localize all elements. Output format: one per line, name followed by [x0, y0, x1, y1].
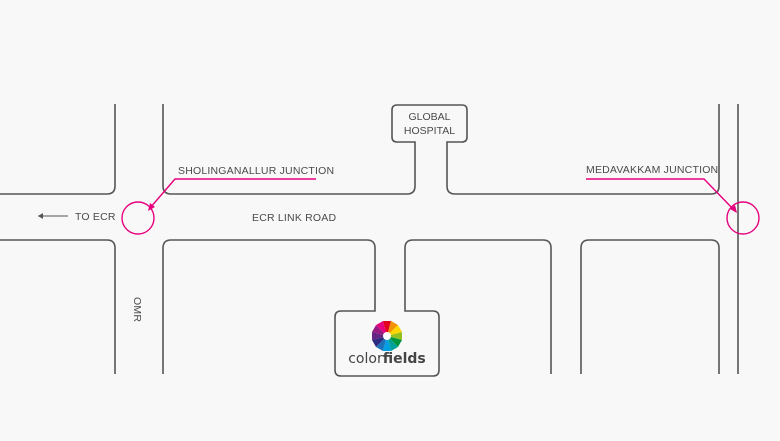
- to-ecr-label: TO ECR: [75, 211, 116, 223]
- block-bottom-right: [580, 239, 720, 374]
- colorfields-flower-icon: [372, 321, 402, 351]
- global-hospital-label-line2: HOSPITAL: [404, 125, 455, 137]
- medavakkam-callout-line: [586, 178, 736, 212]
- global-hospital-label-line1: GLOBAL: [408, 111, 450, 123]
- medavakkam-junction-marker: MEDAVAKKAM JUNCTION: [586, 164, 760, 235]
- sholinganallur-junction-circle: [121, 201, 155, 235]
- sholinganallur-callout-line: [149, 178, 316, 209]
- medavakkam-junction-label: MEDAVAKKAM JUNCTION: [586, 164, 718, 176]
- road-network: [0, 104, 739, 377]
- colorfields-wordmark: colorfields: [348, 351, 426, 367]
- block-bottom-left: [0, 239, 116, 374]
- colorfields-wordmark-bold: fields: [383, 351, 426, 367]
- colorfields-logo: colorfields: [348, 321, 426, 367]
- sholinganallur-junction-marker: SHOLINGANALLUR JUNCTION: [121, 165, 334, 235]
- arrow-head-icon: [38, 213, 43, 219]
- ecr-link-road-label: ECR LINK ROAD: [252, 212, 336, 224]
- sholinganallur-callout-arrow-icon: [148, 203, 155, 211]
- omr-road-label: OMR: [131, 297, 143, 322]
- block-bottom-colorfields: [162, 239, 552, 377]
- colorfields-wordmark-plain: color: [348, 351, 383, 367]
- block-top-middle: [162, 104, 720, 195]
- medavakkam-junction-circle: [726, 201, 760, 235]
- medavakkam-callout-arrow-icon: [730, 205, 737, 213]
- block-top-left: [0, 104, 116, 195]
- sholinganallur-junction-label: SHOLINGANALLUR JUNCTION: [178, 165, 334, 177]
- to-ecr-direction: TO ECR: [38, 211, 116, 223]
